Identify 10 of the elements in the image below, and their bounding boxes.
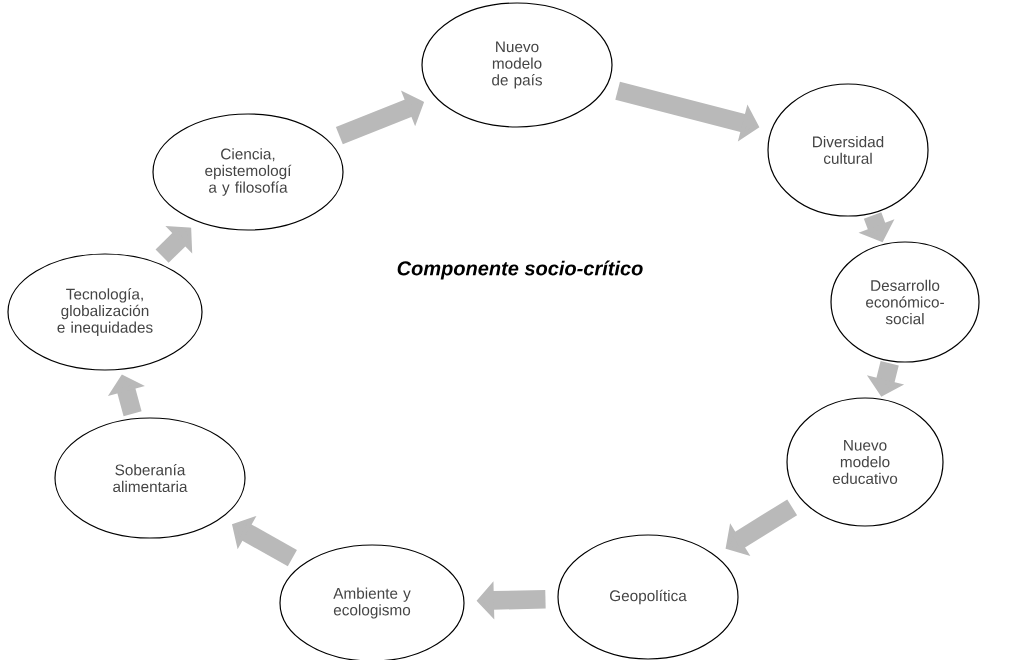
ellipse-node: Ciencia, epistemologí a y filosofía (152, 113, 344, 231)
ellipse-node: Tecnología, globalización e inequidades (7, 253, 203, 371)
ellipse-node: Geopolítica (557, 534, 739, 660)
block-arrow (725, 499, 798, 556)
ellipse-node: Desarrollo económico-social (830, 241, 980, 363)
ellipse-node: Soberanía alimentaria (54, 417, 246, 539)
ellipse-node: Nuevo modelo de país (421, 2, 613, 128)
heading: Componente socio-crítico (397, 260, 643, 280)
ellipse-node: Nuevo modelo educativo (786, 397, 944, 527)
ellipse-node: Diversidad cultural (767, 83, 929, 217)
